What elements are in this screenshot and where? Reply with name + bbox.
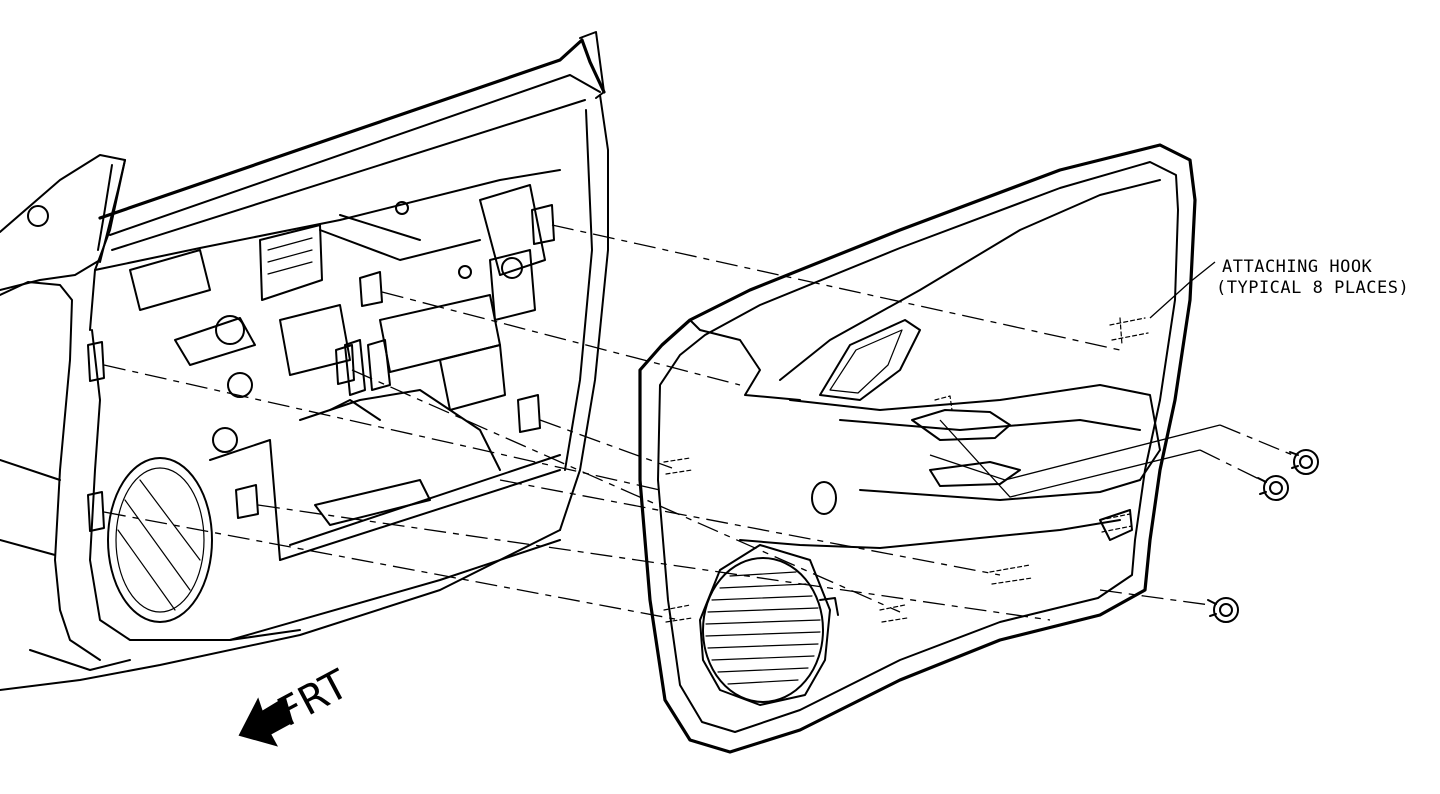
door-inner-panel bbox=[0, 31, 609, 691]
fastener-leader-lines bbox=[929, 261, 1221, 498]
push-pin-retainer-icon bbox=[1207, 597, 1239, 623]
speaker-grille-lines bbox=[705, 571, 821, 685]
push-pin-retainer-icon bbox=[1289, 449, 1319, 475]
door-trim-panel bbox=[638, 143, 1197, 754]
hook-alignment-lines bbox=[103, 224, 1296, 621]
push-pin-retainer-icon bbox=[1257, 475, 1289, 501]
front-direction-arrow-icon bbox=[238, 696, 294, 747]
attaching-hook-callout-line1: ATTACHING HOOK bbox=[1222, 257, 1373, 277]
attaching-hook-callout-line2: (TYPICAL 8 PLACES) bbox=[1216, 278, 1410, 298]
